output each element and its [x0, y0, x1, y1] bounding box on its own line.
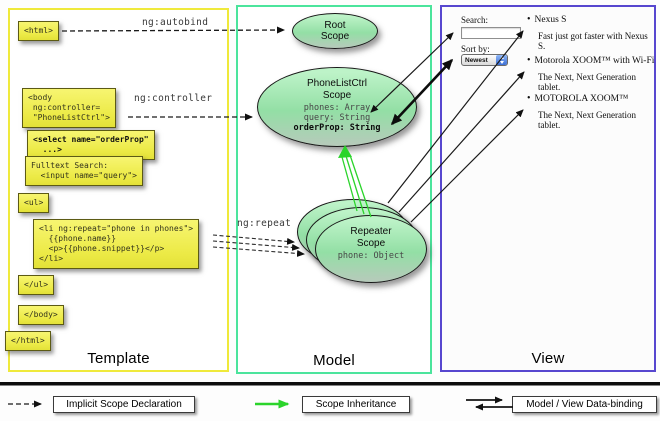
ng-controller-label: ng:controller [134, 93, 213, 104]
model-panel: Model [236, 5, 432, 374]
code-li-repeat: <li ng:repeat="phone in phones"> {{phone… [33, 219, 200, 269]
bullet-icon: • [527, 93, 531, 104]
phone-snippet: Fast just got faster with Nexus S. [538, 31, 648, 51]
ng-repeat-label: ng:repeat [237, 218, 292, 229]
search-label: Search: [461, 15, 488, 25]
repeater-scope-prop: phone: Object [337, 251, 405, 261]
repeater-scope-name: Repeater Scope [350, 226, 392, 249]
select-stepper-icon [496, 55, 507, 65]
legend-model-view-databinding: Model / View Data-binding [512, 396, 657, 413]
code-body-close: </body> [18, 305, 64, 325]
sort-select[interactable]: Newest [461, 54, 508, 66]
phone-name: Motorola XOOM™ with Wi-Fi [534, 56, 655, 66]
model-panel-title: Model [313, 352, 355, 369]
root-scope-name: Root Scope [320, 19, 350, 43]
code-html-close: </html> [5, 331, 51, 351]
phonelistctrl-scope-props: phones: Array query: String [303, 103, 371, 123]
phonelistctrl-scope-orderprop: orderProp: String [293, 123, 381, 133]
sort-select-value: Newest [465, 56, 488, 64]
phonelistctrl-scope-ellipse: PhoneListCtrl Scope phones: Array query:… [257, 67, 417, 147]
bullet-icon: • [527, 14, 531, 25]
sort-by-label: Sort by: [461, 44, 490, 54]
legend-separator [0, 382, 660, 386]
ng-autobind-label: ng:autobind [142, 17, 209, 28]
code-ul-close: </ul> [18, 275, 55, 295]
phone-list-item: •Nexus S Fast just got faster with Nexus… [527, 14, 655, 51]
phone-name: MOTOROLA XOOM™ [534, 94, 629, 104]
root-scope-ellipse: Root Scope [292, 13, 378, 49]
bullet-icon: • [527, 55, 531, 66]
code-html-open: <html> [18, 21, 59, 41]
phonelistctrl-scope-name: PhoneListCtrl Scope [306, 78, 368, 101]
search-input[interactable] [461, 27, 521, 39]
phone-snippet: The Next, Next Generation tablet. [538, 72, 636, 92]
template-panel-title: Template [87, 350, 150, 367]
code-select-orderprop: <select name="orderProp" ...> [27, 130, 155, 160]
phone-list-item: •MOTOROLA XOOM™ The Next, Next Generatio… [527, 93, 655, 130]
code-ul-open: <ul> [18, 193, 50, 213]
phone-list-item: •Motorola XOOM™ with Wi-Fi The Next, Nex… [527, 55, 655, 92]
phone-snippet: The Next, Next Generation tablet. [538, 110, 636, 130]
phone-name: Nexus S [534, 15, 567, 25]
view-panel-title: View [531, 350, 565, 367]
legend-scope-inheritance: Scope Inheritance [302, 396, 410, 413]
code-body-open: <body ng:controller= "PhoneListCtrl"> [22, 88, 116, 128]
legend-implicit-scope-declaration: Implicit Scope Declaration [53, 396, 195, 413]
code-fulltext-search: Fulltext Search: <input name="query"> [25, 156, 143, 186]
repeater-scope-ellipse-front: Repeater Scope phone: Object [315, 215, 427, 283]
